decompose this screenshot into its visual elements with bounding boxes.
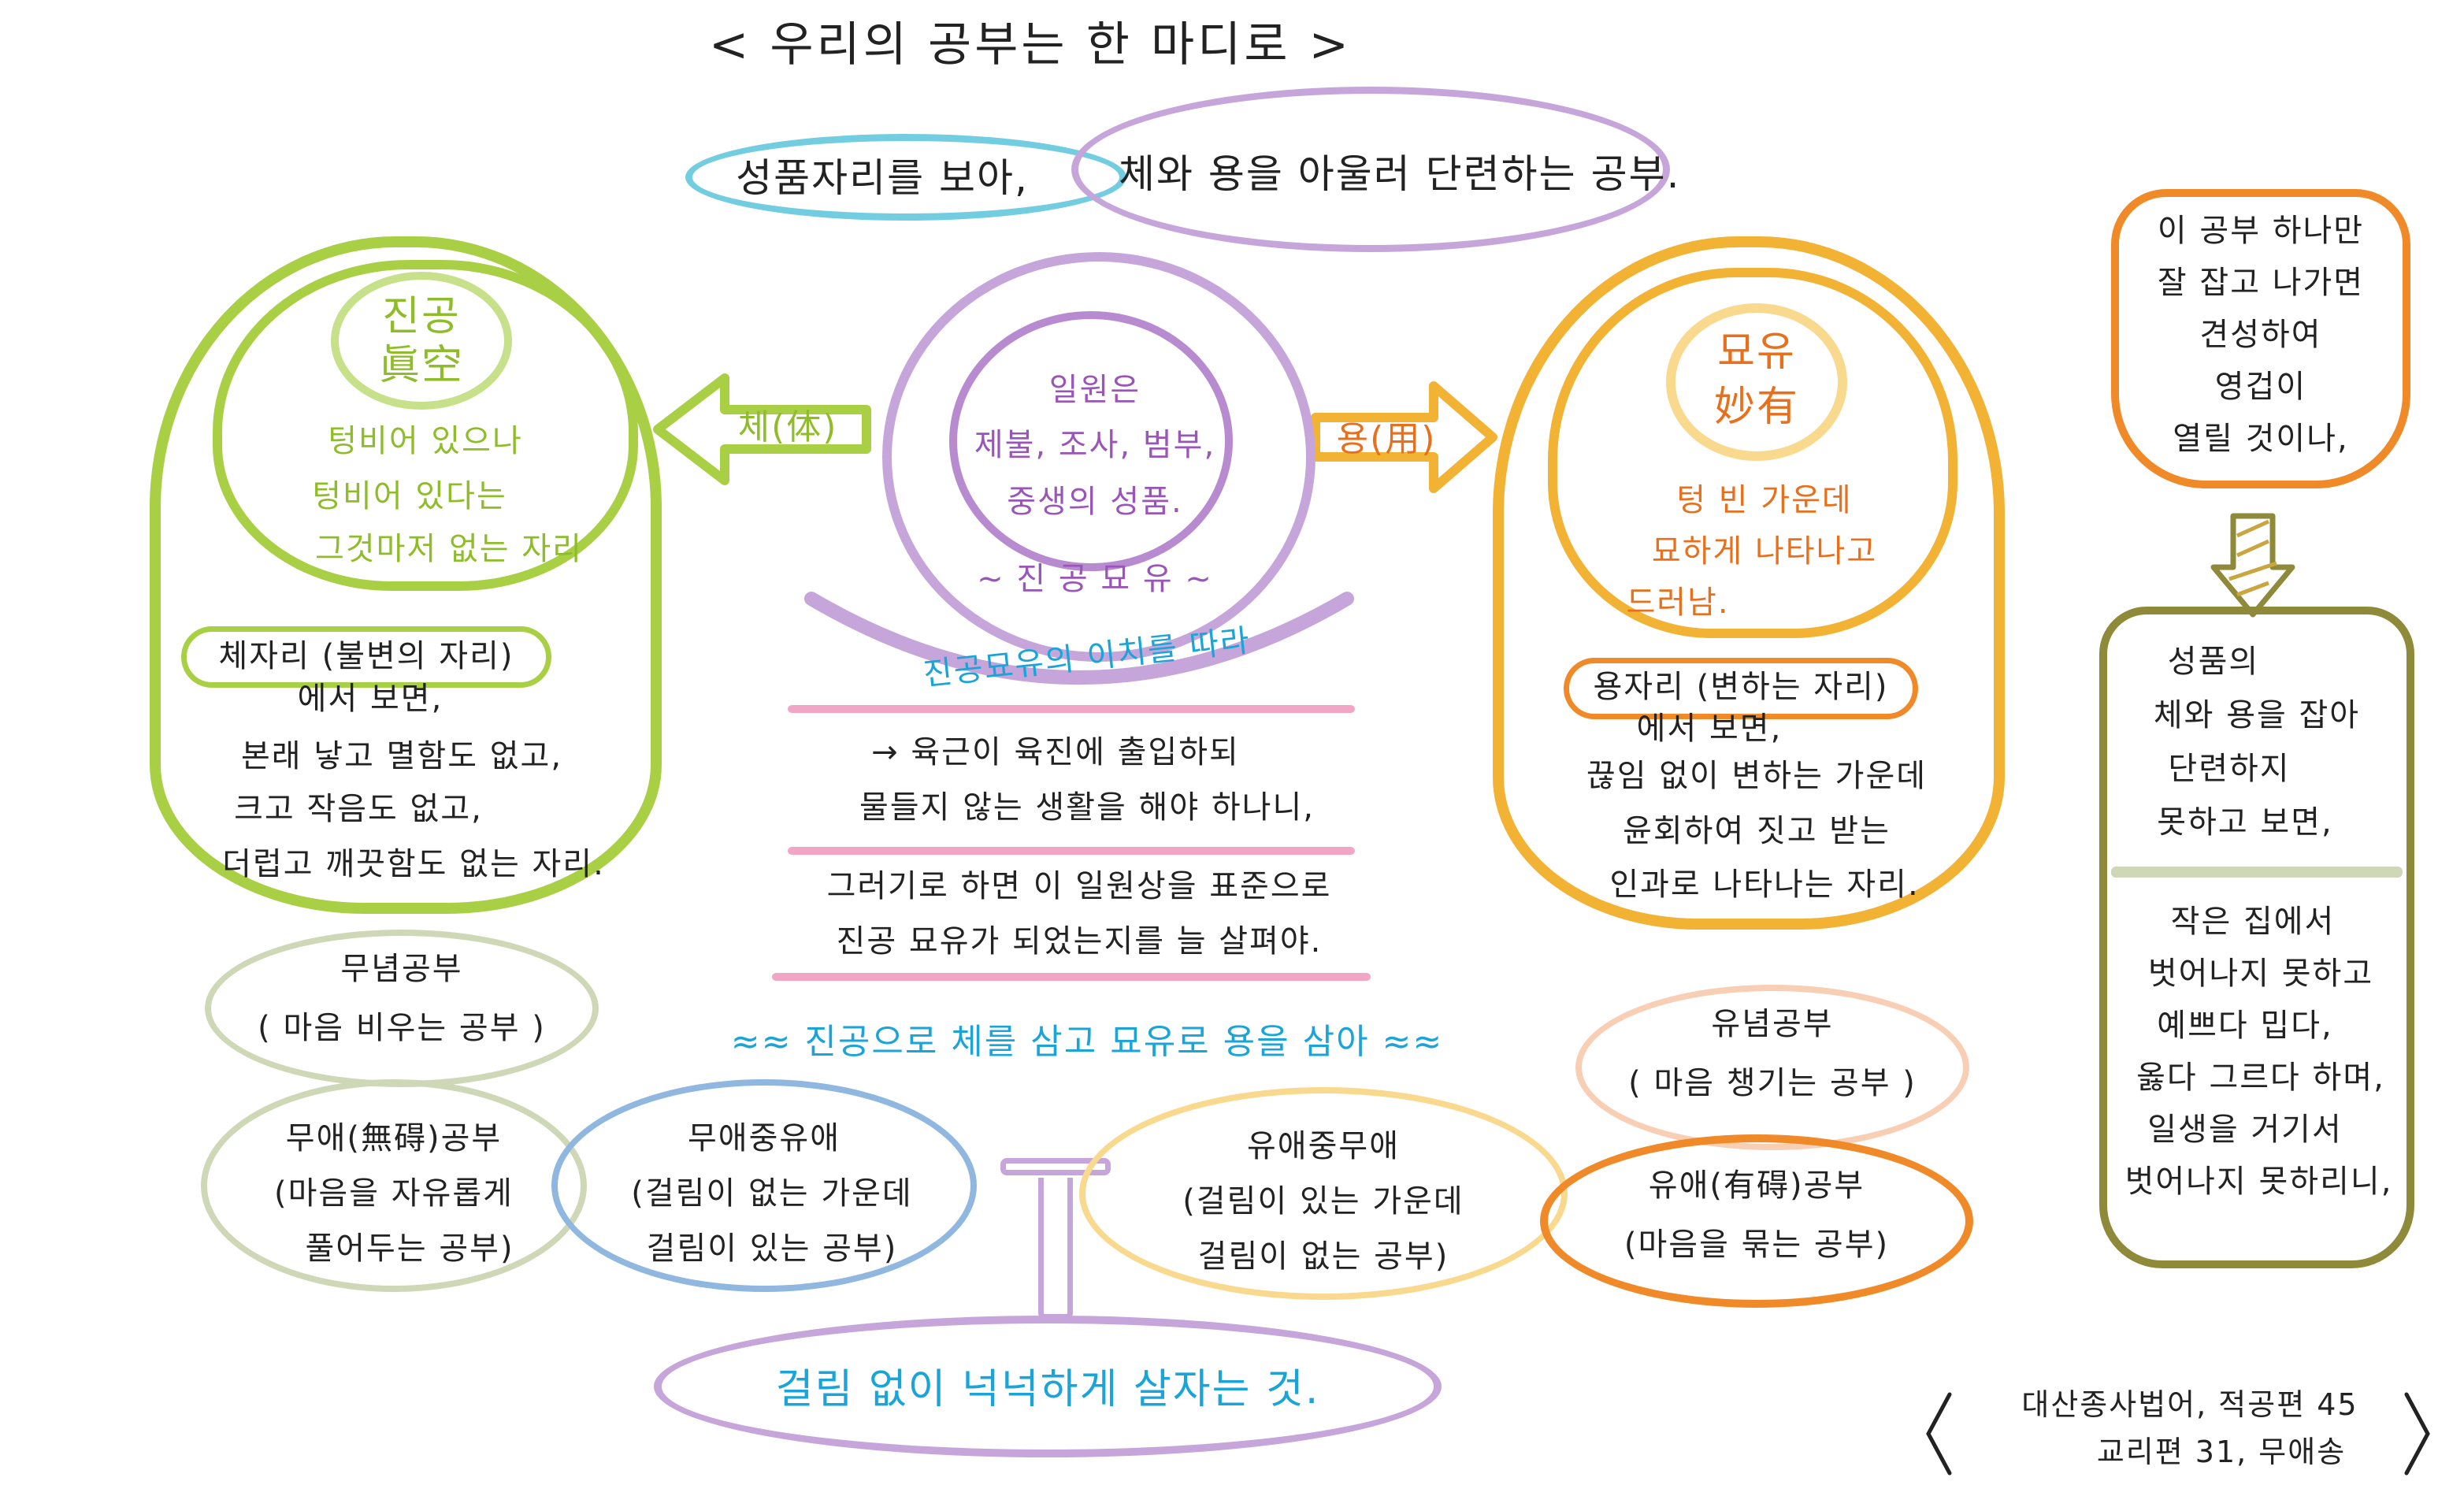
left-title-circle <box>331 272 512 410</box>
far-right-top1: 이 공부 하나만 <box>2157 213 2365 249</box>
left-tag: 체자리 (불변의 자리) <box>218 638 514 674</box>
center-p4: 진공 묘유가 되었는지를 늘 살펴야. <box>836 923 1323 960</box>
far-right-low1: 작은 집에서 <box>2170 904 2336 940</box>
right-circle-line3: 드러남. <box>1626 585 1730 621</box>
source-line1: 대산종사법어, 적공편 45 <box>2021 1387 2358 1422</box>
left-circle-line2: 텅비어 있다는 <box>312 478 507 514</box>
far-right-top5: 열릴 것이나, <box>2173 421 2349 457</box>
source-line2: 교리편 31, 무애송 <box>2096 1435 2347 1469</box>
pink-line-3 <box>772 973 1371 981</box>
final-text: 걸림 없이 넉넉하게 살자는 것. <box>775 1366 1320 1413</box>
connector-stem <box>1038 1178 1073 1320</box>
far-right-mid4: 못하고 보면, <box>2157 804 2333 841</box>
muaejung-title: 무애중유애 <box>688 1120 841 1156</box>
yuaejung-title: 유애중무애 <box>1247 1128 1400 1164</box>
far-right-low2: 벗어나지 못하고 <box>2147 956 2374 992</box>
right-body1: 에서 보면, <box>1636 711 1783 747</box>
right-body3: 윤회하여 짓고 받는 <box>1623 813 1891 849</box>
yuaejung-desc1: (걸림이 있는 가운데 <box>1182 1183 1464 1219</box>
wave-line: ≈≈ 진공으로 체를 삼고 묘유로 용을 삼아 ≈≈ <box>730 1022 1444 1062</box>
far-right-low4: 옳다 그르다 하며, <box>2136 1060 2385 1096</box>
munyeom-title: 무념공부 <box>340 951 463 987</box>
far-right-mid1: 성품의 <box>2167 644 2260 680</box>
center-arc <box>804 592 1354 685</box>
left-body2: 본래 낳고 멸함도 없고, <box>240 738 563 774</box>
source-left-bracket <box>1926 1392 1952 1476</box>
muaejung-desc1: (걸림이 없는 가운데 <box>631 1175 913 1212</box>
left-title-hanja: 眞空 <box>378 342 464 389</box>
far-right-bottom-box <box>2099 607 2414 1268</box>
summary-left-text: 성품자리를 보아, <box>736 155 1029 201</box>
right-circle-line2: 묘하게 나타나고 <box>1651 533 1878 570</box>
left-arrow-label: 체(体) <box>737 407 838 447</box>
far-right-low5: 일생을 거기서 <box>2147 1112 2343 1148</box>
right-title-korean: 묘유 <box>1717 329 1796 376</box>
left-title-korean: 진공 <box>382 293 461 340</box>
center-line2: 제불, 조사, 범부, <box>974 427 1216 463</box>
summary-right-oval <box>1071 87 1670 252</box>
far-right-low3: 예쁘다 밉다, <box>2157 1008 2333 1044</box>
left-body1: 에서 보면, <box>297 681 443 717</box>
yuaejung-desc2: 걸림이 없는 공부) <box>1197 1238 1449 1275</box>
muae-title: 무애(無碍)공부 <box>285 1120 503 1156</box>
far-right-top2: 잘 잡고 나가면 <box>2157 265 2365 301</box>
center-line1: 일원은 <box>1048 372 1141 408</box>
muae-desc2: 풀어두는 공부) <box>305 1231 514 1267</box>
far-right-top4: 영겁이 <box>2214 369 2307 405</box>
right-tag-oval <box>1564 658 1918 719</box>
far-right-divider <box>2111 867 2403 878</box>
center-p1: → 육근이 육진에 출입하되 <box>871 734 1240 770</box>
center-line3: 중생의 성품. <box>1007 484 1183 520</box>
center-inner-circle <box>949 311 1233 571</box>
left-circle-line1: 텅비어 있으나 <box>328 423 523 459</box>
left-tag-oval <box>181 626 551 688</box>
final-oval <box>654 1316 1442 1457</box>
muaejung-oval <box>551 1079 977 1292</box>
right-arrow-label: 용(用) <box>1336 419 1437 459</box>
far-right-top3: 견성하여 <box>2199 317 2322 353</box>
left-circle-line3: 그것마저 없는 자리 <box>315 531 583 567</box>
heading: < 우리의 공부는 한 마디로 > <box>709 17 1352 72</box>
far-right-low6: 벗어나지 못하리니, <box>2124 1164 2393 1200</box>
right-body2: 끊임 없이 변하는 가운데 <box>1586 758 1928 794</box>
center-sub: ~ 진 공 묘 유 ~ <box>977 561 1213 597</box>
right-circle-line1: 텅 빈 가운데 <box>1676 482 1853 518</box>
pink-line-1 <box>788 705 1355 713</box>
down-arrow-icon <box>2210 513 2295 618</box>
right-tag: 용자리 (변하는 자리) <box>1593 669 1889 705</box>
center-p3: 그러기로 하면 이 일원상을 표준으로 <box>826 868 1332 904</box>
yuae-oval <box>1540 1134 1973 1308</box>
summary-right-text: 체와 용을 아울러 단련하는 공부. <box>1119 151 1681 197</box>
munyeom-desc: ( 마음 비우는 공부 ) <box>258 1010 546 1046</box>
source-right-bracket <box>2404 1392 2430 1476</box>
left-body3: 크고 작음도 없고, <box>234 791 483 827</box>
right-arrow-icon <box>1311 381 1497 493</box>
right-title-hanja: 妙有 <box>1713 384 1799 431</box>
yunyeom-title: 유념공부 <box>1711 1006 1834 1042</box>
muaejung-desc2: 걸림이 있는 공부) <box>646 1231 898 1267</box>
far-right-mid2: 체와 용을 잡아 <box>2153 697 2361 733</box>
center-p2: 물들지 않는 생활을 해야 하나니, <box>859 789 1315 826</box>
far-right-mid3: 단련하지 <box>2168 751 2291 787</box>
left-body4: 더럽고 깨끗함도 없는 자리. <box>222 846 605 882</box>
left-arrow-icon <box>653 373 871 485</box>
yuae-title: 유애(有碍)공부 <box>1648 1167 1865 1204</box>
right-body4: 인과로 나타나는 자리. <box>1609 867 1920 903</box>
far-right-top-box <box>2111 189 2410 488</box>
yuae-desc: (마음을 묶는 공부) <box>1623 1227 1890 1263</box>
yunyeom-desc: ( 마음 챙기는 공부 ) <box>1628 1065 1917 1101</box>
pink-line-2 <box>788 847 1355 855</box>
muae-desc1: (마음을 자유롭게 <box>274 1175 514 1212</box>
